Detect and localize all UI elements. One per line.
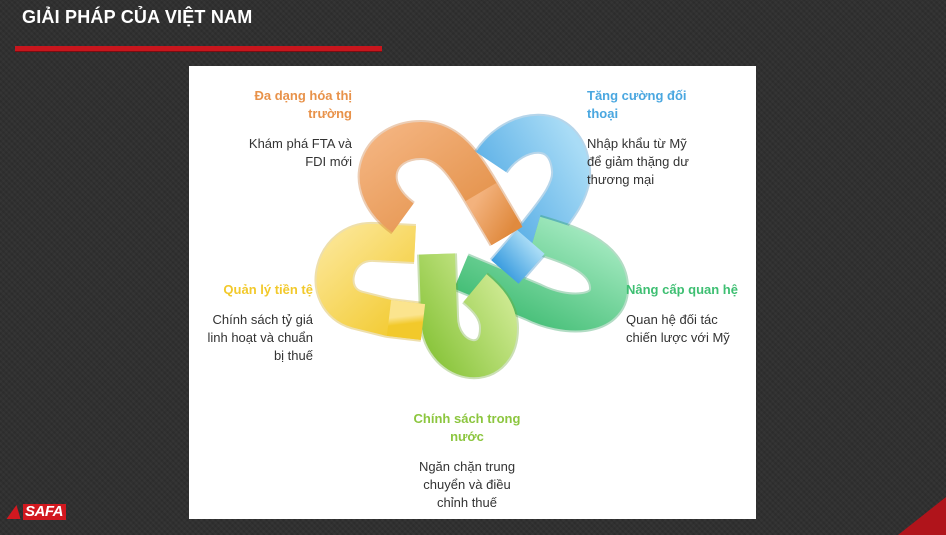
item-description: Khám phá FTA và FDI mới xyxy=(207,135,352,171)
item-desc-line: chuyển và điều xyxy=(423,477,511,492)
item-title-line: Quản lý tiền tệ xyxy=(223,282,313,297)
item-desc-line: Quan hệ đối tác xyxy=(626,312,718,327)
item-title-line: Tăng cường đối xyxy=(587,88,687,103)
item-domestic-policy: Chính sách trong nước Ngăn chặn trung ch… xyxy=(392,410,542,512)
item-desc-line: chỉnh thuế xyxy=(437,495,497,510)
corner-accent xyxy=(898,497,946,535)
item-desc-line: Chính sách tỷ giá xyxy=(212,312,313,327)
item-title: Chính sách trong nước xyxy=(392,410,542,446)
item-upgrade-relations: Nâng cấp quan hệ Quan hệ đối tác chiến l… xyxy=(626,281,751,347)
item-strengthen-dialogue: Tăng cường đối thoại Nhập khẩu từ Mỹ để … xyxy=(587,87,727,189)
logo-text: SAFA xyxy=(23,504,67,520)
brand-logo: SAFA xyxy=(6,501,67,523)
item-title-line: thoại xyxy=(587,106,619,121)
item-desc-line: FDI mới xyxy=(305,154,352,169)
item-monetary-management: Quản lý tiền tệ Chính sách tỷ giá linh h… xyxy=(189,281,313,365)
item-title: Nâng cấp quan hệ xyxy=(626,281,751,299)
item-desc-line: bị thuế xyxy=(273,348,313,363)
item-title-line: trường xyxy=(308,106,352,121)
item-title-line: Đa dạng hóa thị xyxy=(254,88,353,103)
item-title-line: Chính sách trong xyxy=(413,411,521,426)
logo-mark-icon xyxy=(6,505,24,519)
item-desc-line: thương mại xyxy=(587,172,655,187)
item-title: Đa dạng hóa thị trường xyxy=(207,87,353,123)
item-description: Ngăn chặn trung chuyển và điều chỉnh thu… xyxy=(392,458,542,512)
item-title: Quản lý tiền tệ xyxy=(189,281,313,299)
item-description: Quan hệ đối tác chiến lược với Mỹ xyxy=(626,311,751,347)
item-desc-line: chiến lược với Mỹ xyxy=(626,330,730,345)
diagram-panel: Đa dạng hóa thị trường Khám phá FTA và F… xyxy=(189,66,756,519)
title-underline xyxy=(15,46,382,51)
item-description: Chính sách tỷ giá linh hoạt và chuẩn bị … xyxy=(189,311,313,365)
interlocking-knot-diagram xyxy=(314,113,629,380)
item-desc-line: Khám phá FTA và xyxy=(248,136,352,151)
slide-title: GIẢI PHÁP CỦA VIỆT NAM xyxy=(22,7,253,27)
item-market-diversification: Đa dạng hóa thị trường Khám phá FTA và F… xyxy=(207,87,352,171)
item-title-line: Nâng cấp quan hệ xyxy=(626,282,738,297)
item-desc-line: linh hoạt và chuẩn xyxy=(207,330,313,345)
item-desc-line: Ngăn chặn trung xyxy=(418,459,516,474)
item-title-line: nước xyxy=(450,429,484,444)
item-title: Tăng cường đối thoại xyxy=(587,87,727,123)
item-desc-line: để giảm thặng dư xyxy=(587,154,689,169)
item-description: Nhập khẩu từ Mỹ để giảm thặng dư thương … xyxy=(587,135,727,189)
item-desc-line: Nhập khẩu từ Mỹ xyxy=(587,136,687,151)
